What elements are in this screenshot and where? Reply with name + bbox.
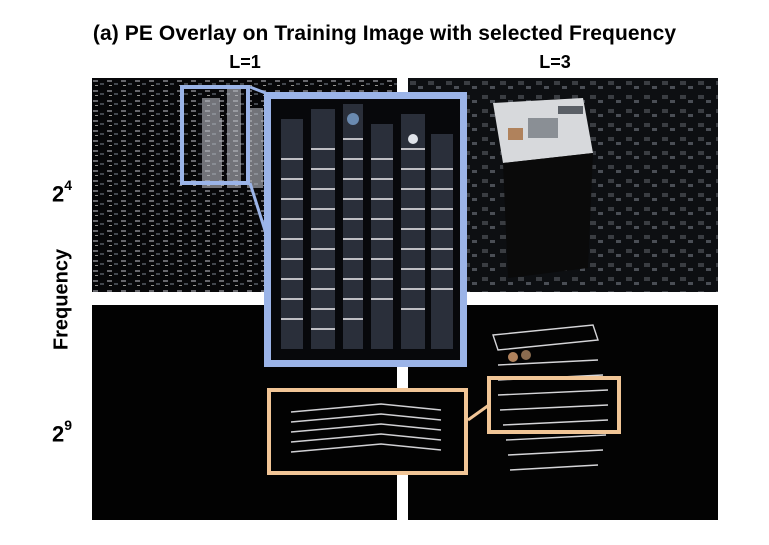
zoom-inset-blue bbox=[264, 92, 467, 367]
row-label-2-9: 29 bbox=[52, 417, 73, 447]
zoom-source-box-orange bbox=[487, 376, 621, 434]
y-axis-label: Frequency bbox=[50, 248, 73, 351]
figure-title: (a) PE Overlay on Training Image with se… bbox=[92, 22, 677, 45]
orange-inset-detail-left bbox=[271, 392, 464, 471]
row-label-2-4: 24 bbox=[52, 177, 73, 207]
zoomed-city-detail bbox=[271, 99, 460, 360]
zoom-source-box-blue bbox=[180, 85, 250, 185]
column-label-l1: L=1 bbox=[229, 52, 261, 72]
column-label-l3: L=3 bbox=[539, 52, 571, 72]
zoom-inset-orange-left bbox=[267, 388, 468, 475]
